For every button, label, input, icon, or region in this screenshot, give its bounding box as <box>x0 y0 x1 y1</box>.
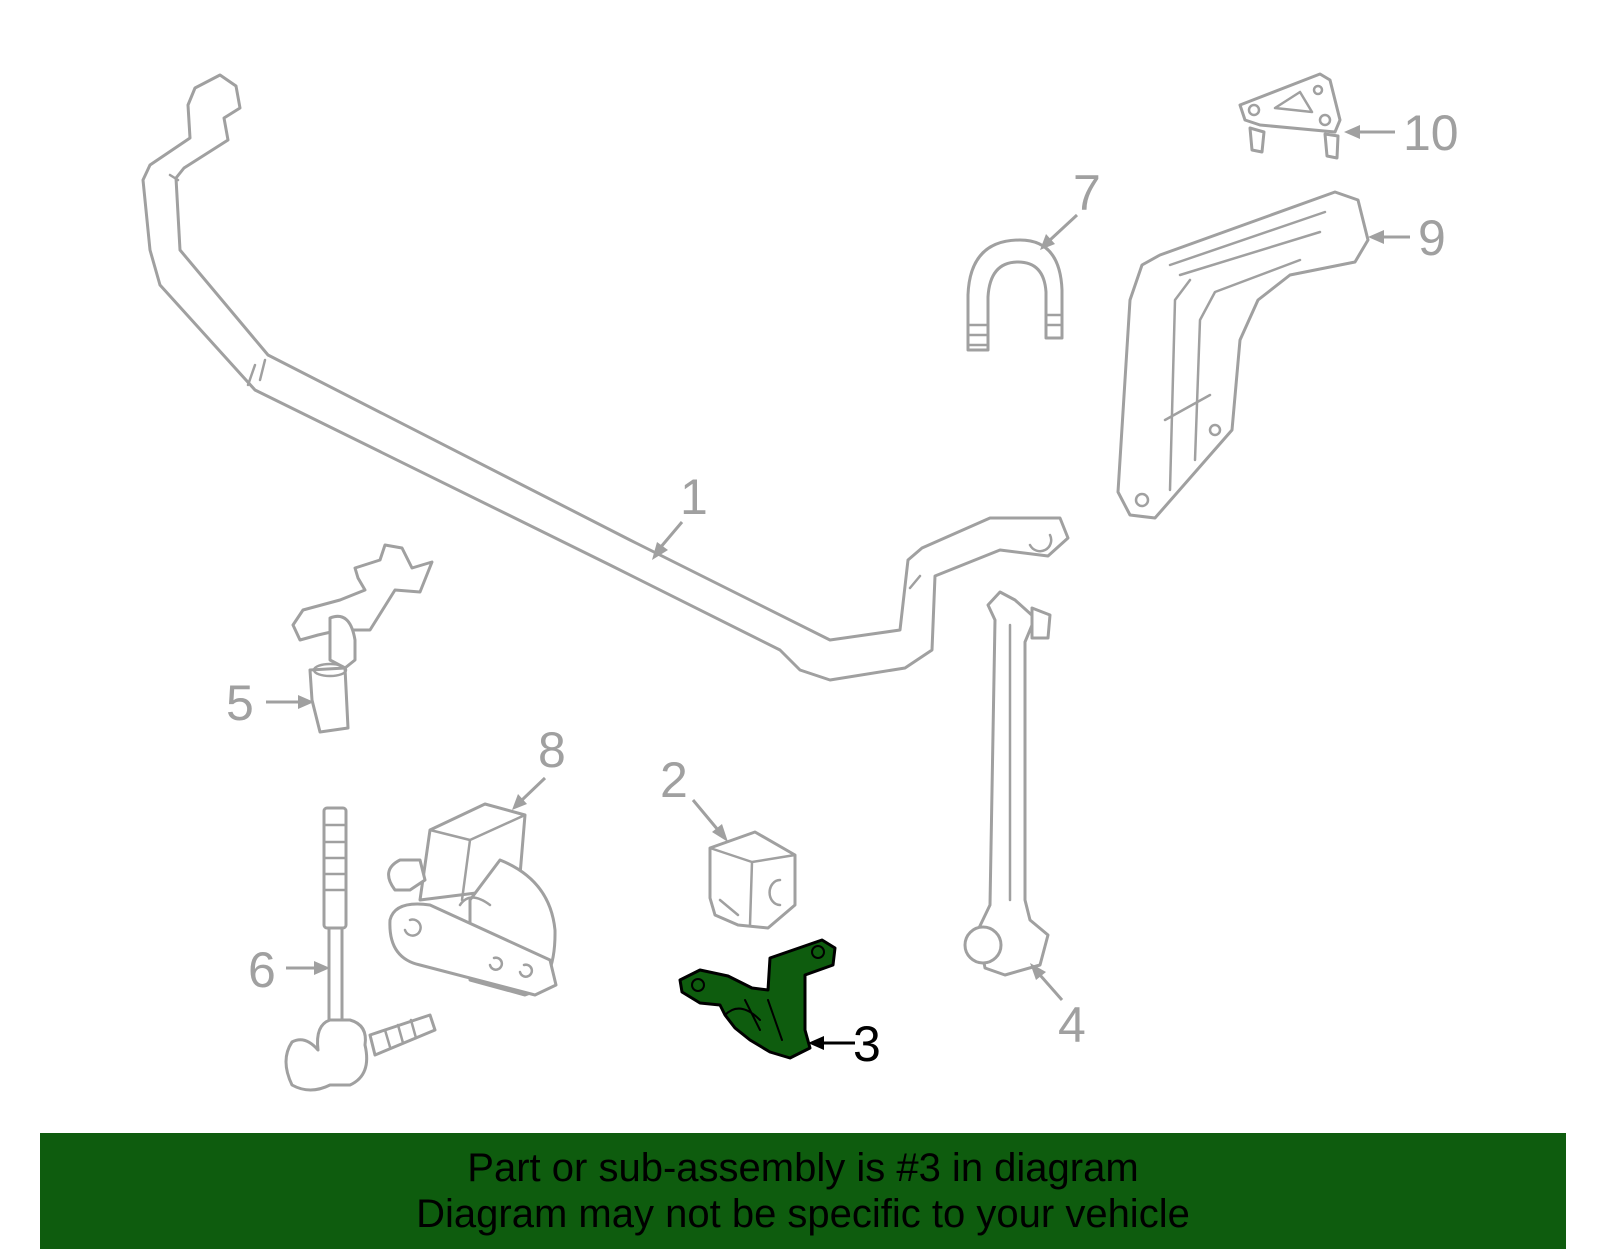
callout-6: 6 <box>248 942 276 998</box>
leader-arrow-6 <box>286 961 330 975</box>
part-10-mounting-plate[interactable] <box>1238 72 1342 160</box>
leader-arrow-4 <box>1030 963 1064 1001</box>
leader-arrow-9 <box>1368 230 1410 244</box>
callout-4: 4 <box>1058 997 1086 1053</box>
part-3-bracket-highlighted[interactable] <box>678 938 837 1060</box>
callout-8: 8 <box>538 722 566 778</box>
banner-line-part: Part or sub-assembly is #3 in diagram <box>467 1146 1139 1190</box>
leader-arrow-8 <box>512 776 547 810</box>
callout-9: 9 <box>1418 210 1446 266</box>
part-9-bracket-plate[interactable] <box>1116 190 1370 520</box>
part-4-end-link[interactable] <box>963 590 1052 977</box>
part-8-bushing-assembly[interactable] <box>387 802 558 997</box>
leader-arrow-1 <box>652 521 684 560</box>
callout-3: 3 <box>853 1016 881 1072</box>
leader-arrow-2 <box>691 799 728 842</box>
part-2-bushing[interactable] <box>708 830 797 930</box>
leader-arrow-5 <box>266 695 314 709</box>
callout-10: 10 <box>1403 105 1459 161</box>
banner-line-disclaimer: Diagram may not be specific to your vehi… <box>416 1192 1190 1236</box>
notice-banner: Part or sub-assembly is #3 in diagram Di… <box>40 1133 1566 1249</box>
callout-1: 1 <box>680 469 708 525</box>
callout-7: 7 <box>1073 165 1101 221</box>
part-5-clamp-bracket[interactable] <box>291 543 434 734</box>
leader-arrow-7 <box>1040 213 1079 250</box>
part-6-stabilizer-link[interactable] <box>284 806 437 1092</box>
callout-2: 2 <box>660 752 688 808</box>
leader-arrow-3 <box>808 1036 855 1050</box>
part-1-stabilizer-bar[interactable] <box>141 73 1070 682</box>
leader-arrow-10 <box>1344 125 1395 139</box>
callout-5: 5 <box>226 675 254 731</box>
part-7-u-bolt[interactable] <box>966 238 1064 352</box>
